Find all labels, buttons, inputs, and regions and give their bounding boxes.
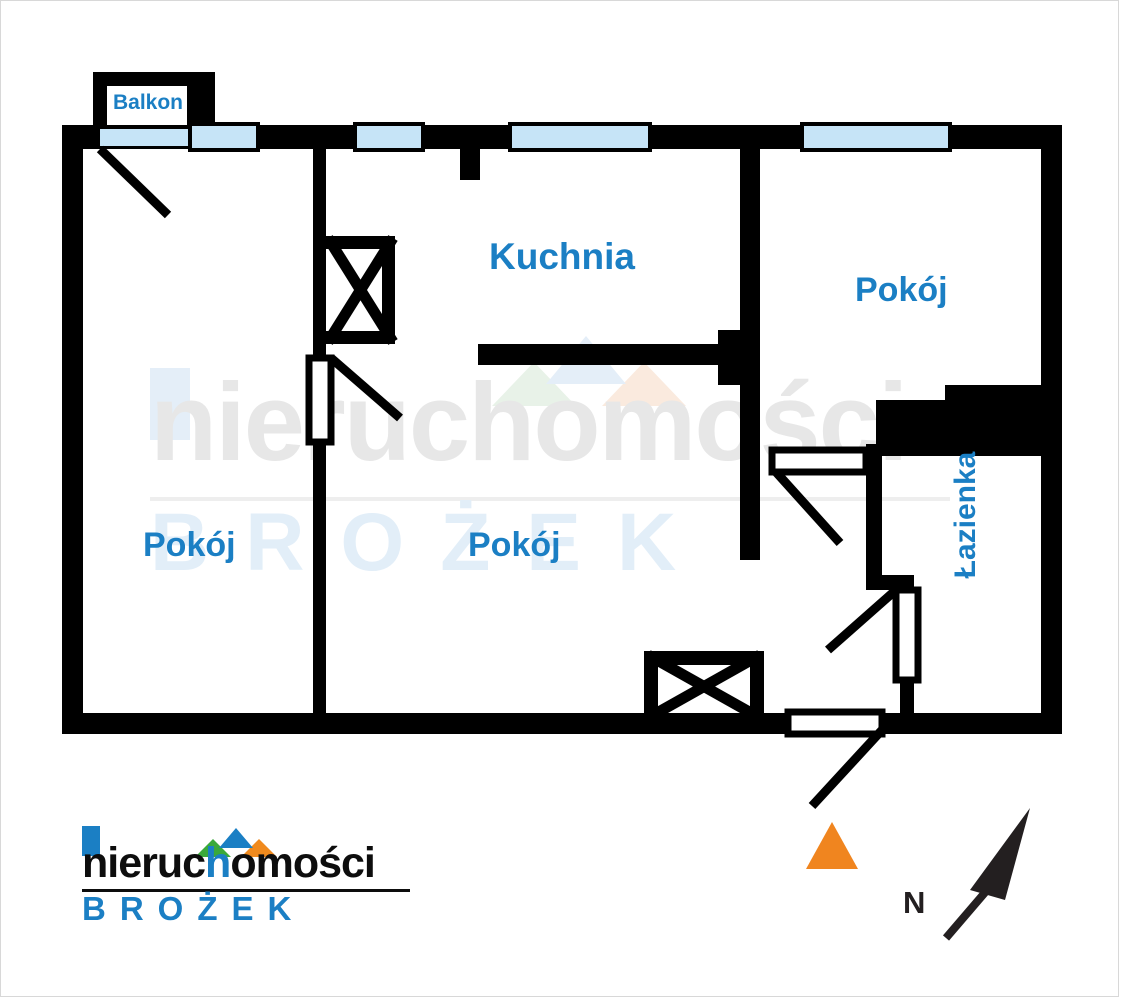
wall-bathroom-partition-jog bbox=[866, 575, 914, 590]
window-pokoj-left bbox=[188, 122, 260, 152]
wall-exterior-top-seg-3 bbox=[420, 125, 510, 149]
compass-icon bbox=[942, 808, 1030, 941]
entrance-direction-marker-icon bbox=[806, 822, 858, 869]
room-label-pokoj-left: Pokój bbox=[143, 526, 236, 564]
wall-interior-vertical-right bbox=[740, 125, 760, 560]
room-label-kuchnia: Kuchnia bbox=[489, 236, 635, 277]
door-lazienka bbox=[825, 586, 922, 684]
wall-pier-kitchen bbox=[460, 149, 480, 180]
chimney-lower-top bbox=[644, 651, 764, 665]
wall-exterior-left bbox=[62, 125, 83, 733]
logo-word-part-2: omości bbox=[230, 839, 376, 887]
room-label-pokoj-mid: Pokój bbox=[468, 526, 561, 564]
wall-hall-stub bbox=[866, 444, 882, 458]
wall-bottom-hall-seg-2 bbox=[880, 713, 1062, 734]
logo-wordmark: nieruchomości bbox=[82, 839, 376, 887]
window-pokoj-right bbox=[800, 122, 952, 152]
wall-bottom-hall-seg bbox=[764, 713, 788, 734]
chimney-lower-right bbox=[750, 651, 764, 721]
wall-jog-upper bbox=[718, 330, 740, 346]
compass-north-label: N bbox=[903, 885, 926, 920]
wall-kitchen-counter bbox=[478, 344, 740, 365]
chimney-upper-x-line-2 bbox=[323, 235, 398, 345]
logo-blue-arrow-icon bbox=[219, 828, 253, 848]
chimney-lower-x-line-2 bbox=[645, 650, 763, 723]
chimney-upper-top bbox=[326, 236, 395, 249]
wall-exterior-right bbox=[1041, 125, 1062, 734]
wall-bathroom-left-upper bbox=[866, 456, 882, 588]
door-hall-to-pokoj-right bbox=[768, 446, 870, 547]
wall-right-room-bottom bbox=[876, 400, 1042, 456]
room-label-balkon: Balkon bbox=[113, 91, 184, 114]
window-kuchnia bbox=[508, 122, 652, 152]
doors-group bbox=[96, 145, 922, 810]
windows-group bbox=[97, 122, 952, 152]
logo-divider bbox=[82, 889, 410, 892]
wall-jog-lower bbox=[718, 363, 740, 385]
door-main-entrance bbox=[784, 708, 886, 810]
window-pokoj-mid bbox=[353, 122, 425, 152]
wall-exterior-top-seg-4 bbox=[644, 125, 804, 149]
wall-right-room-bottom-step bbox=[945, 385, 1042, 405]
logo-word-part-1: nieruc bbox=[82, 839, 206, 887]
chimney-upper-right bbox=[382, 236, 395, 344]
wall-exterior-top-seg-5 bbox=[950, 125, 1062, 149]
compass-cross-line bbox=[942, 865, 1010, 941]
room-label-lazienka: Łazienka bbox=[949, 451, 982, 579]
chimney-shaft-lower bbox=[644, 650, 764, 723]
logo-subtitle: BROŻEK bbox=[82, 890, 306, 927]
chimney-upper-bottom bbox=[326, 331, 395, 344]
compass-needle-icon bbox=[970, 808, 1030, 900]
room-label-pokoj-right: Pokój bbox=[855, 271, 948, 309]
wall-balcony-top bbox=[93, 72, 215, 86]
door-swing-balcony bbox=[96, 145, 172, 219]
brand-logo-nieruchomosci-brozek: nieruchomości BROŻEK bbox=[82, 826, 422, 926]
wall-balcony-left bbox=[93, 72, 107, 132]
chimney-lower-left bbox=[644, 651, 658, 721]
logo-blue-arrow-stem-icon bbox=[82, 826, 100, 856]
logo-word-part-h: h bbox=[205, 839, 231, 887]
door-pokoj-left-to-mid bbox=[305, 354, 403, 446]
wall-exterior-top-seg-1 bbox=[62, 125, 97, 149]
chimney-shaft-upper bbox=[323, 235, 398, 345]
